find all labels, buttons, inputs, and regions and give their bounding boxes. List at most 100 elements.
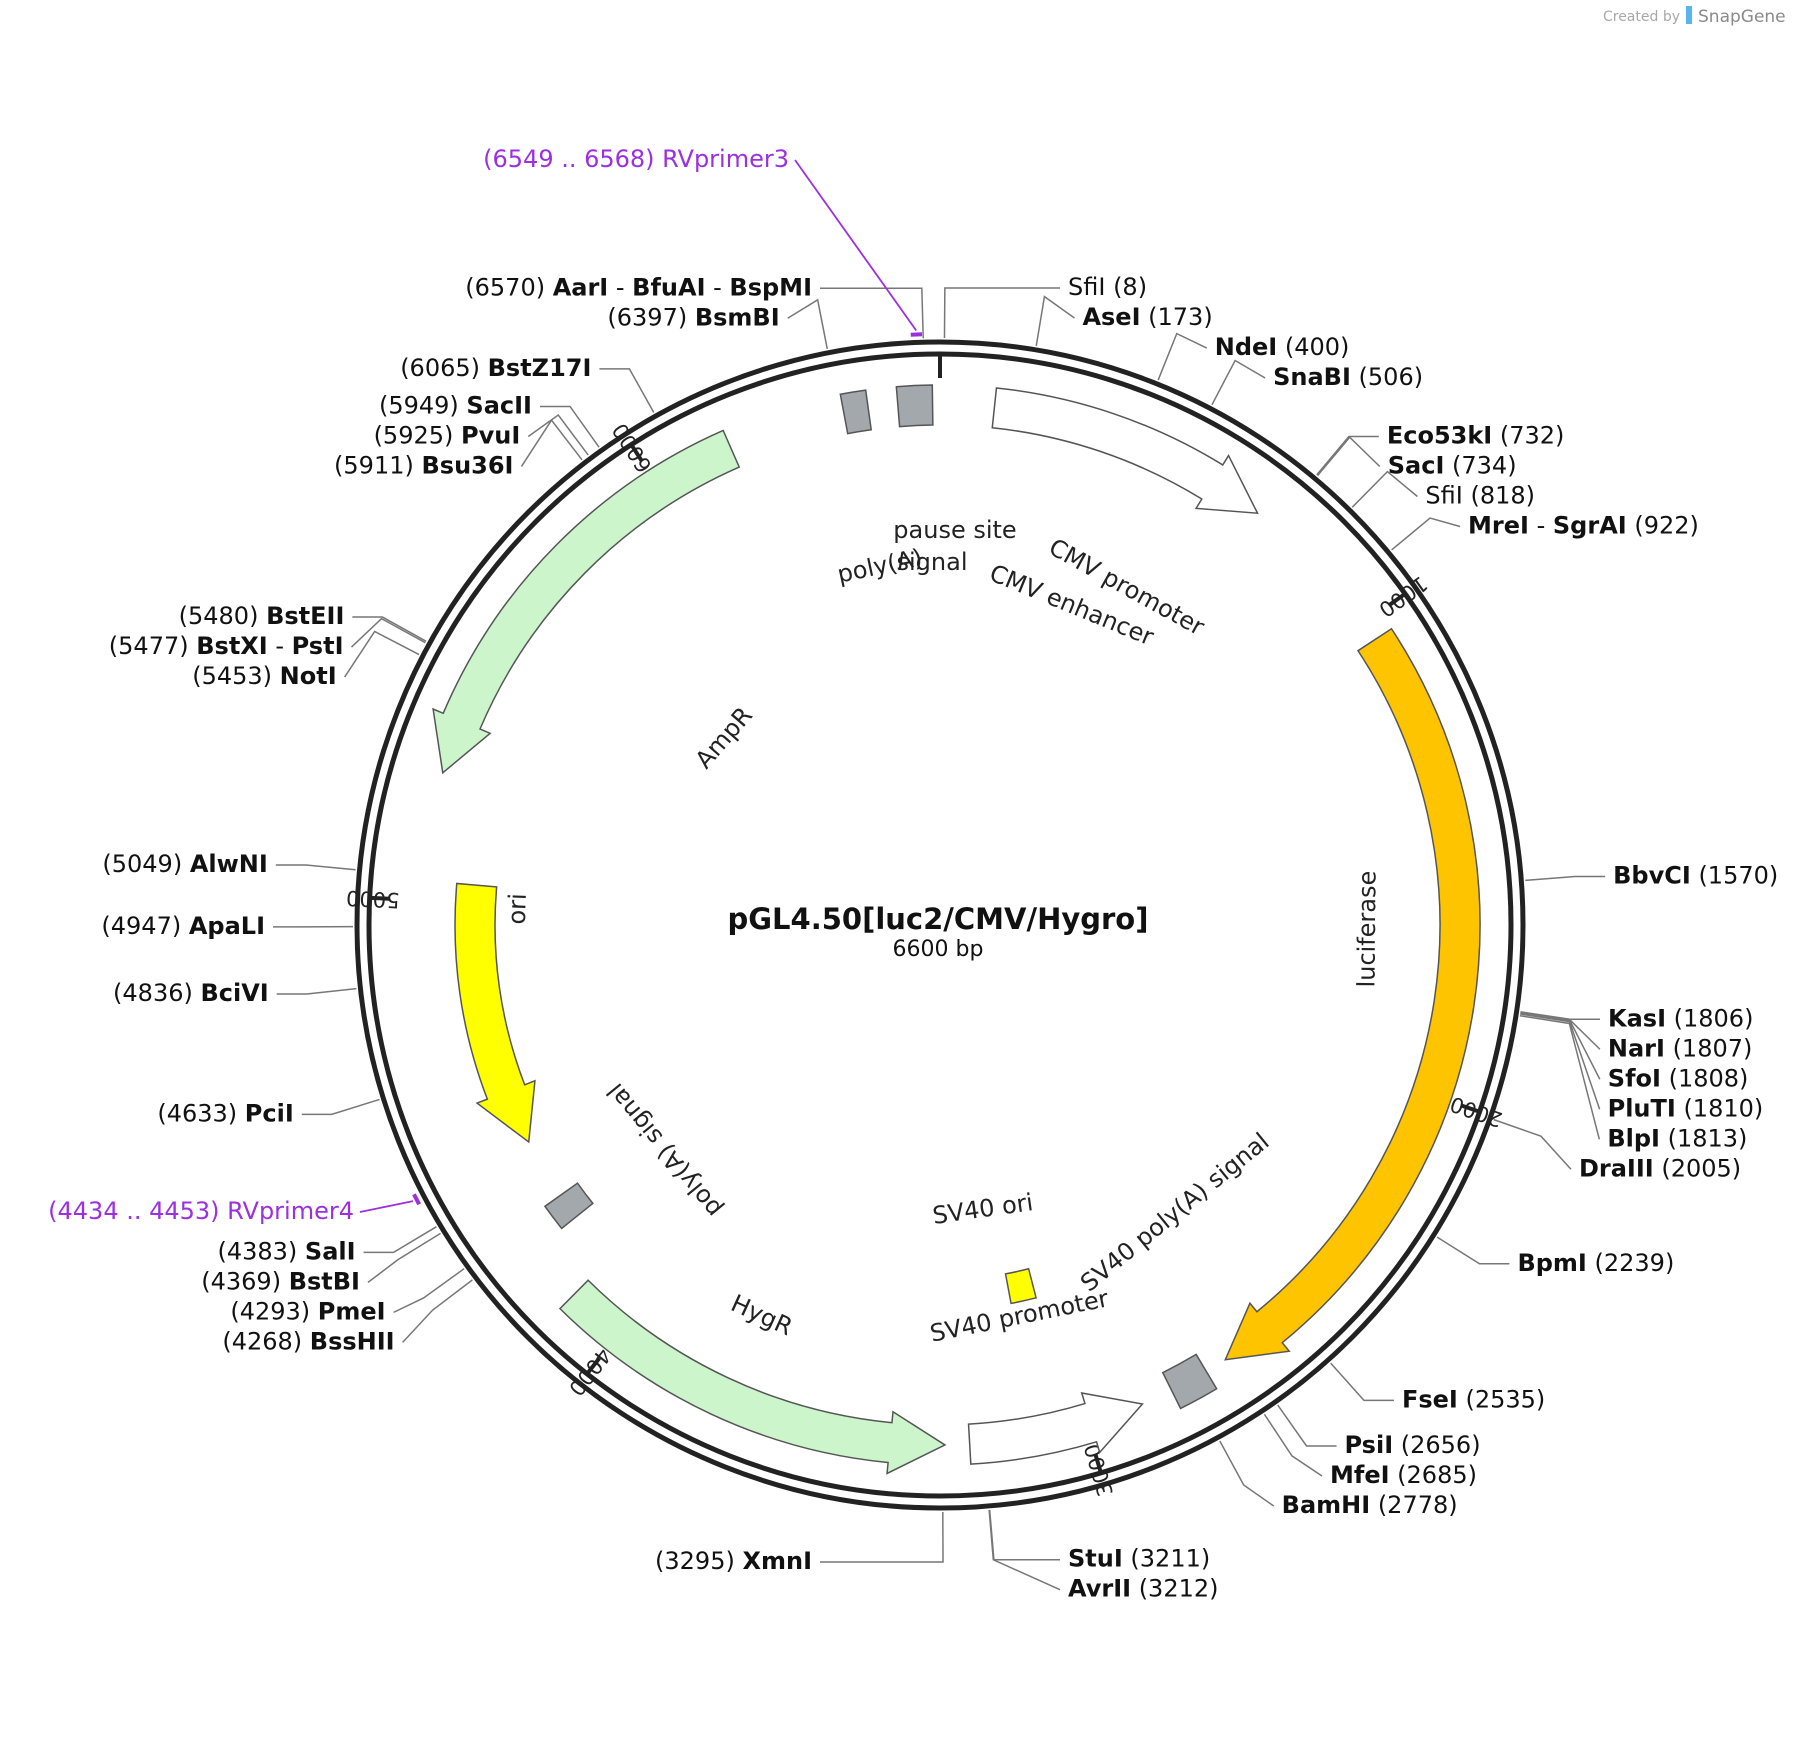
site-label-pvui-5925: (5925) PvuI	[374, 421, 521, 449]
site-label-eco53ki-732: Eco53kI (732)	[1387, 422, 1565, 450]
site-label-pluti-1810: PluTI (1810)	[1608, 1094, 1764, 1122]
site-label-fsei-2535: FseI (2535)	[1402, 1385, 1545, 1413]
leader-line-bpmi-2239	[1436, 1236, 1510, 1265]
site-label-draiii-2005: DraIII (2005)	[1579, 1154, 1741, 1182]
feature-luciferase-2	[1224, 627, 1481, 1361]
feature-label-poly-a-signal: poly(A) signal	[601, 1078, 727, 1223]
tick-5000	[369, 895, 390, 901]
leader-line-pluti-1810	[1520, 1013, 1601, 1110]
feature-poly-a-signal-8	[839, 389, 873, 435]
tick-1000	[1387, 592, 1407, 608]
plasmid-name: pGL4.50[luc2/CMV/Hygro]	[728, 902, 1149, 936]
site-label-aari-bfuai-bspmi-6570: (6570) AarI - BfuAI - BspMI	[465, 273, 812, 301]
leader-line-bstxi-psti-5477	[350, 617, 426, 648]
site-label-psii-2656: PsiI (2656)	[1345, 1431, 1481, 1459]
primer-label-rvprimer4: (4434 .. 4453) RVprimer4	[48, 1197, 354, 1225]
leader-line-bstz17i-6065	[599, 368, 655, 413]
site-label-bstz17i-6065: (6065) BstZ17I	[400, 354, 591, 382]
site-label-stui-3211: StuI (3211)	[1068, 1545, 1210, 1573]
feature-pause-site-9	[895, 384, 934, 428]
site-label-bcivi-4836: (4836) BciVI	[113, 979, 269, 1007]
site-label-sfoi-1808: SfoI (1808)	[1608, 1064, 1749, 1092]
leader-line-saci-734	[1317, 436, 1381, 477]
leader-line-snabi-506	[1211, 359, 1266, 406]
backbone	[354, 339, 1526, 1511]
leader-line-bsteii-5480	[352, 616, 427, 642]
feature-label-sv40-ori: SV40 ori	[931, 1188, 1035, 1230]
leader-line-bamhi-2778	[1219, 1440, 1275, 1507]
leader-line-sali-4383	[363, 1226, 437, 1254]
leader-line-sacii-5949	[540, 405, 600, 448]
feature-label-signal: signal	[897, 548, 968, 576]
tick-label-1000: 1000	[1374, 571, 1431, 622]
tick-6000	[629, 443, 644, 463]
site-label-noti-5453: (5453) NotI	[192, 662, 336, 690]
backbone-outer-ring	[354, 339, 1526, 1511]
feature-sv40-poly-a-signal-7	[1161, 1353, 1218, 1410]
site-label-mrei-sgrai-922: MreI - SgrAI (922)	[1468, 512, 1699, 540]
feature-label-ampr: AmpR	[690, 701, 758, 774]
feature-label-hygr: HygR	[727, 1289, 797, 1341]
leader-line-noti-5453	[344, 630, 420, 678]
tick-3000	[1093, 1453, 1103, 1474]
features	[432, 384, 1481, 1475]
primer-label-rvprimer3: (6549 .. 6568) RVprimer3	[483, 145, 789, 173]
site-label-sfii-8: SfiI (8)	[1068, 273, 1147, 301]
leader-line-bbvci-1570	[1525, 875, 1606, 882]
site-label-bstxi-psti-5477: (5477) BstXI - PstI	[109, 632, 344, 660]
leader-line-sfoi-1808	[1520, 1012, 1601, 1080]
feature-sv40-promoter-5	[967, 1392, 1144, 1465]
site-label-blpi-1813: BlpI (1813)	[1607, 1124, 1747, 1152]
leader-line-bsu36i-5911	[520, 418, 583, 467]
site-label-avrii-3212: AvrII (3212)	[1068, 1575, 1219, 1603]
site-label-sfii-818: SfiI (818)	[1425, 482, 1535, 510]
leader-line-aari-bfuai-bspmi-6570	[820, 287, 924, 339]
leader-line-sfii-8	[943, 287, 1060, 339]
leader-line-mfei-2685	[1263, 1413, 1323, 1477]
feature-ori-1	[454, 882, 536, 1144]
leader-line-blpi-1813	[1519, 1014, 1601, 1140]
feature-label-luciferase: luciferase	[1352, 871, 1381, 988]
site-label-kasi-1806: KasI (1806)	[1608, 1004, 1753, 1032]
leader-line-fsei-2535	[1330, 1362, 1394, 1402]
site-labels: SfiI (8)AseI (173)NdeI (400)SnaBI (506)E…	[48, 145, 1778, 1603]
site-label-alwni-5049: (5049) AlwNI	[102, 850, 267, 878]
leader-line-xmni-3295	[820, 1511, 944, 1563]
feature-label-ori: ori	[503, 893, 532, 925]
credit-prefix: Created by	[1603, 9, 1680, 25]
feature-label-pause-site: pause site	[893, 516, 1016, 544]
site-label-bsteii-5480: (5480) BstEII	[179, 602, 345, 630]
tick-2000	[1460, 1103, 1481, 1114]
site-label-asei-173: AseI (173)	[1082, 303, 1212, 331]
site-label-xmni-3295: (3295) XmnI	[655, 1547, 812, 1575]
site-label-saci-734: SacI (734)	[1388, 452, 1517, 480]
site-label-bpmi-2239: BpmI (2239)	[1517, 1249, 1674, 1277]
leader-line-bsshii-4268	[402, 1279, 473, 1343]
site-label-mfei-2685: MfeI (2685)	[1330, 1461, 1477, 1489]
tick-label-5000: 5000	[346, 886, 401, 913]
leader-line-pcii-4633	[301, 1098, 380, 1116]
site-label-sacii-5949: (5949) SacII	[379, 391, 532, 419]
leader-line-stui-3211	[988, 1509, 1060, 1561]
feature-ampr-0	[432, 429, 741, 775]
site-label-bbvci-1570: BbvCI (1570)	[1613, 862, 1778, 890]
plasmid-length: 6600 bp	[893, 937, 984, 962]
leader-line-mrei-sgrai-922	[1391, 517, 1461, 551]
leader-line-bcivi-4836	[276, 987, 357, 995]
snapgene-logo-icon	[1686, 6, 1692, 24]
leader-line-bsmbi-6397	[787, 298, 828, 350]
primer-leader-rvprimer4	[359, 1200, 414, 1213]
leader-line-pmei-4293	[393, 1268, 465, 1314]
leader-line-draiii-2005	[1493, 1118, 1572, 1170]
leader-line-pvui-5925	[527, 414, 589, 456]
site-label-apali-4947: (4947) ApaLI	[101, 912, 265, 940]
snapgene-credit: Created by SnapGene	[1603, 6, 1786, 27]
site-label-bamhi-2778: BamHI (2778)	[1282, 1491, 1458, 1519]
site-label-bsmbi-6397: (6397) BsmBI	[607, 303, 779, 331]
primer-mark-rvprimer4	[412, 1193, 421, 1206]
leader-line-sfii-818	[1351, 470, 1418, 508]
feature-sv40-ori-6	[1004, 1267, 1038, 1305]
site-label-bstbi-4369: (4369) BstBI	[201, 1267, 360, 1295]
leader-line-ndei-400	[1157, 332, 1208, 381]
